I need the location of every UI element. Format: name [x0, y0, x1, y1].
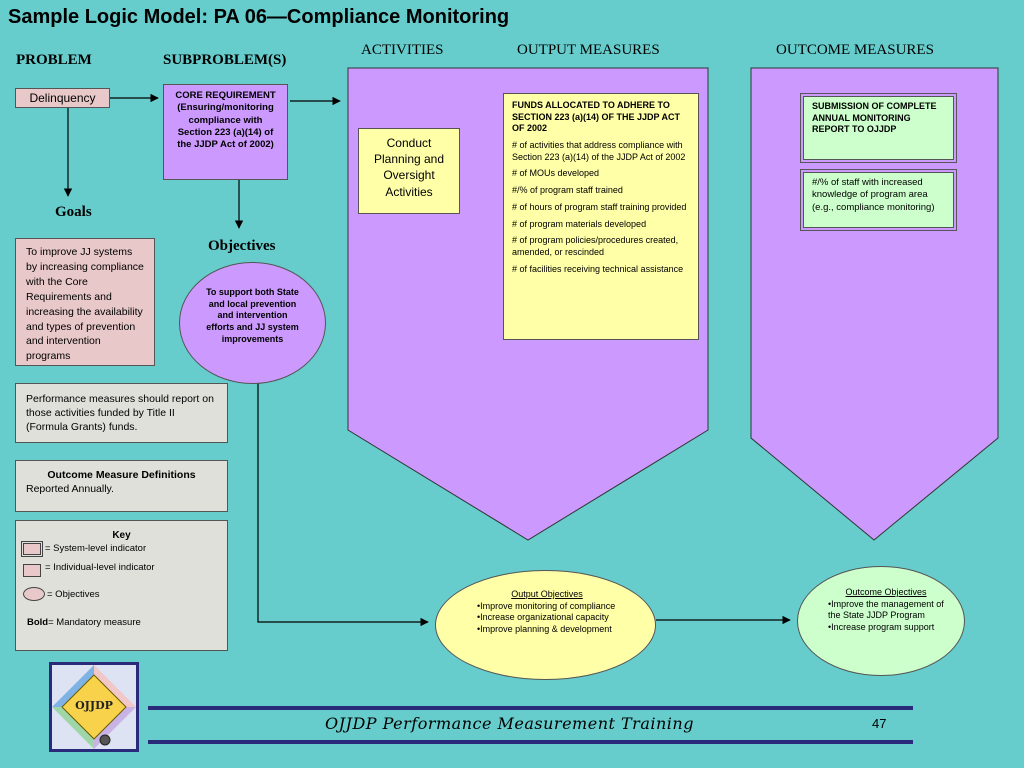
footer-line-bottom [148, 740, 913, 744]
output-measure-item-7: # of facilities receiving technical assi… [512, 263, 684, 274]
header-output-measures: OUTPUT MEASURES [517, 42, 660, 58]
output-measure-item-6: # of program policies/procedures created… [512, 235, 679, 257]
outcome-definitions-text: Reported Annually. [26, 483, 114, 496]
output-measure-item-1: # of activities that address compliance … [512, 140, 686, 162]
problem-box: Delinquency [15, 88, 110, 108]
key-box: Key = System-level indicator = Individua… [15, 520, 228, 651]
goals-box: To improve JJ systems by increasing comp… [15, 238, 155, 366]
outcome-measure-primary: SUBMISSION OF COMPLETE ANNUAL MONITORING… [800, 93, 957, 163]
key-objectives-swatch [23, 587, 45, 601]
key-individual-swatch [23, 564, 41, 577]
key-objectives-label: = Objectives [47, 589, 100, 600]
performance-note: Performance measures should report on th… [15, 383, 228, 443]
output-measure-item-5: # of program materials developed [512, 218, 647, 229]
output-objective-item-2: •Increase organizational capacity [477, 612, 609, 623]
key-individual-label: = Individual-level indicator [45, 562, 155, 573]
outcome-objectives-ellipse: Outcome Objectives •Improve the manageme… [797, 566, 965, 676]
objectives-ellipse: To support both State and local preventi… [179, 262, 326, 384]
outcome-objective-item-1: •Improve the management of the State JJD… [828, 598, 944, 621]
outcome-objective-item-2: •Increase program support [828, 622, 935, 633]
key-bold-row: Bold= Mandatory measure [27, 617, 141, 629]
header-problem: PROBLEM [16, 52, 92, 68]
output-objective-item-1: •Improve monitoring of compliance [477, 600, 616, 611]
output-measure-item-4: # of hours of program staff training pro… [512, 201, 687, 212]
key-bold-word: Bold [27, 617, 49, 628]
objectives-text: To support both State and local preventi… [206, 287, 299, 344]
output-objectives-title: Output Objectives [511, 589, 583, 599]
output-measures-title: FUNDS ALLOCATED TO ADHERE TO SECTION 223… [512, 100, 681, 134]
activity-box: Conduct Planning and Oversight Activitie… [358, 128, 460, 214]
key-system-label: = System-level indicator [45, 543, 147, 554]
ojjdp-logo: OJJDP [49, 662, 139, 752]
header-subproblems: SUBPROBLEM(S) [163, 52, 287, 68]
logo-text: OJJDP [75, 699, 113, 712]
page-title: Sample Logic Model: PA 06—Compliance Mon… [8, 6, 510, 28]
logo-graphic [52, 665, 136, 749]
output-objectives-content: Output Objectives •Improve monitoring of… [477, 589, 635, 636]
outcome-objectives-title: Outcome Objectives [845, 587, 927, 597]
subproblem-box: CORE REQUIREMENT (Ensuring/monitoring co… [163, 84, 288, 180]
outcome-definitions-box: Outcome Measure Definitions Reported Ann… [15, 460, 228, 512]
output-measure-item-2: # of MOUs developed [512, 168, 600, 179]
output-objective-item-3: •Improve planning & development [477, 624, 612, 635]
output-measure-item-3: #/% of program staff trained [512, 185, 623, 196]
output-objectives-ellipse: Output Objectives •Improve monitoring of… [435, 570, 656, 680]
footer-title: OJJDP Performance Measurement Training [325, 714, 694, 733]
key-bold-label: = Mandatory measure [48, 617, 141, 628]
outcome-objectives-content: Outcome Objectives •Improve the manageme… [828, 587, 944, 634]
header-outcome-measures: OUTCOME MEASURES [776, 42, 934, 58]
header-activities: ACTIVITIES [361, 42, 444, 58]
arrow-objectives-to-output-objectives [257, 376, 429, 627]
goals-label: Goals [55, 204, 92, 220]
page-number: 47 [872, 716, 887, 731]
outcome-measure-secondary: #/% of staff with increased knowledge of… [800, 169, 957, 231]
key-system-swatch [21, 541, 43, 557]
outcome-definitions-title: Outcome Measure Definitions [47, 469, 196, 481]
key-title: Key [112, 530, 131, 541]
objectives-label: Objectives [208, 238, 276, 254]
output-measures-box: FUNDS ALLOCATED TO ADHERE TO SECTION 223… [503, 93, 699, 340]
footer-line-top [148, 706, 913, 710]
